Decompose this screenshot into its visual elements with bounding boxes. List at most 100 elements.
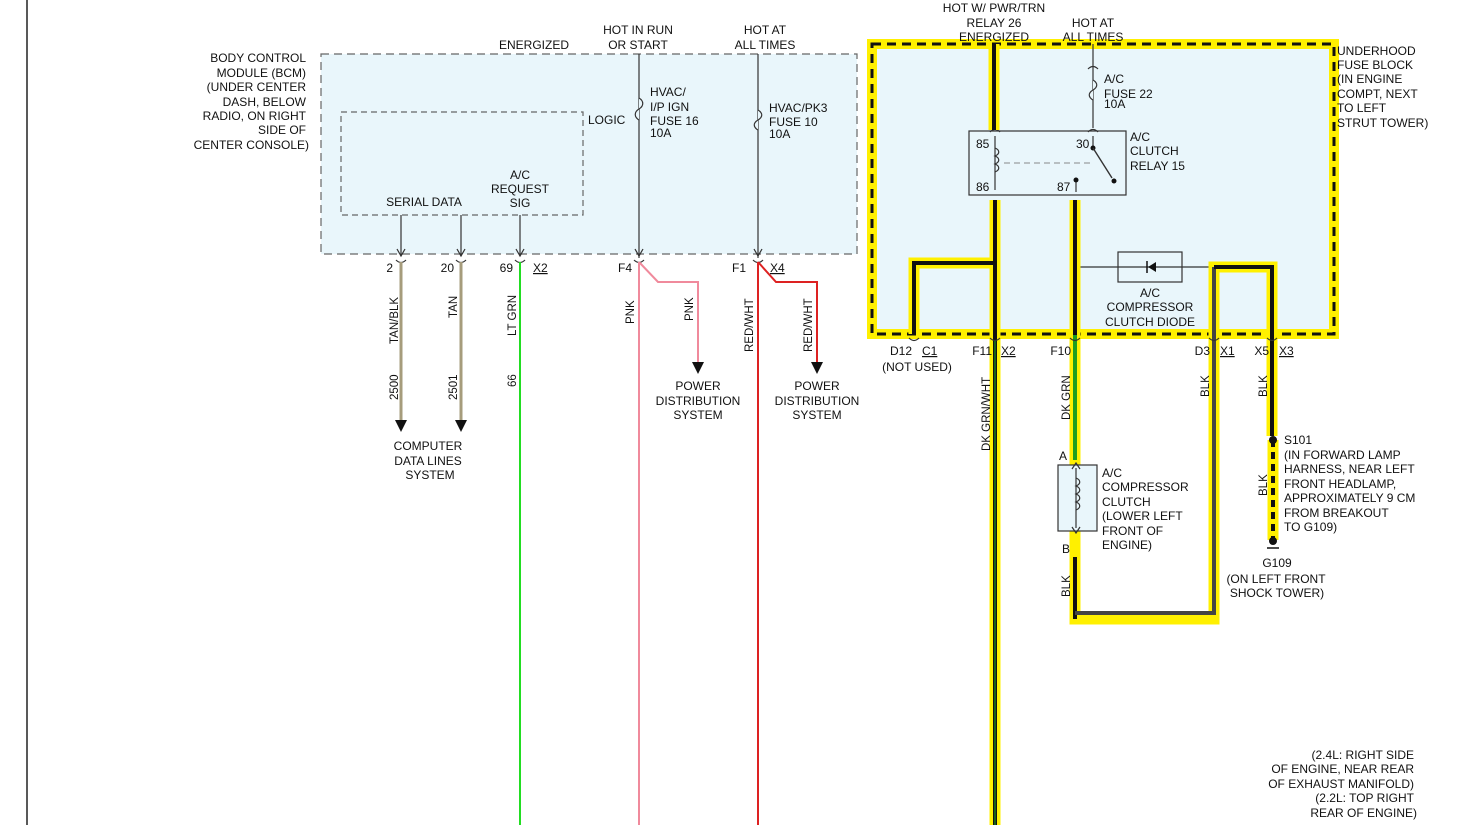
- clutch-label-line: CLUTCH: [1102, 495, 1151, 509]
- ufb-label-line: FUSE BLOCK: [1337, 58, 1413, 72]
- splice-dot: [1269, 436, 1277, 444]
- wire-color-label: LT GRN: [507, 295, 519, 336]
- pin-label: D12: [890, 344, 912, 358]
- fuse-label-line: FUSE 10: [769, 115, 818, 129]
- wire-color-label: DK GRN: [1061, 375, 1073, 420]
- ac-request-line: A/C: [510, 168, 530, 182]
- pin-label: 86: [976, 180, 990, 194]
- hot-label-line: ALL TIMES: [735, 38, 796, 52]
- splice-label-line: FROM BREAKOUT: [1284, 506, 1389, 520]
- pin-label: 30: [1076, 137, 1090, 151]
- wire-color-label: BLK: [1200, 375, 1212, 397]
- splice-label-line: HARNESS, NEAR LEFT: [1284, 462, 1415, 476]
- fuse22-icon: [1088, 79, 1098, 101]
- fuse10-icon: [753, 109, 763, 131]
- pin-label: B: [1062, 542, 1070, 556]
- ufb-label-line: COMPT, NEXT: [1337, 87, 1418, 101]
- destination-line: POWER: [794, 379, 840, 393]
- arrow-down-icon: [395, 420, 407, 432]
- wire-red-wht-branch: [757, 261, 818, 362]
- ground-label-line: G109: [1262, 556, 1292, 570]
- ground-icon: [1269, 537, 1277, 545]
- splice-label-line: FRONT HEADLAMP,: [1284, 477, 1396, 491]
- wire-color-label: RED/WHT: [744, 298, 756, 352]
- clutch-box: [1057, 464, 1098, 532]
- pin-label: F10: [1050, 344, 1071, 358]
- connector-label: X2: [1001, 344, 1016, 358]
- fuse-label-line: HVAC/PK3: [769, 101, 828, 115]
- wire-blk-x5: [1214, 265, 1274, 436]
- connector-label: X1: [1220, 344, 1235, 358]
- note-line: OF ENGINE, NEAR REAR: [1271, 762, 1414, 776]
- relay-label-line: CLUTCH: [1130, 144, 1179, 158]
- ac-request-label: A/C REQUEST SIG: [491, 168, 550, 210]
- splice-s101: S101 (IN FORWARD LAMP HARNESS, NEAR LEFT…: [1269, 433, 1415, 534]
- arrow-icon: [753, 248, 763, 258]
- destination-line: POWER: [675, 379, 721, 393]
- fuse-label-line: I/P IGN: [650, 100, 689, 114]
- destination-line: SYSTEM: [792, 408, 841, 422]
- note-line: (2.2L: TOP RIGHT: [1315, 791, 1414, 805]
- pin-label: 69: [500, 261, 514, 275]
- ufb-box: [870, 42, 1336, 336]
- ground-label-line: (ON LEFT FRONT: [1226, 572, 1326, 586]
- arrow-icon: [515, 248, 525, 258]
- wire-color-label: BLK: [1258, 375, 1270, 397]
- circuit-number-label: 66: [507, 374, 519, 387]
- relay-label-line: RELAY 15: [1130, 159, 1185, 173]
- hot-label-line: HOT W/ PWR/TRN: [943, 1, 1045, 15]
- destination-line: SYSTEM: [405, 468, 454, 482]
- fuse10-label: HVAC/PK3 FUSE 10 10A: [769, 101, 828, 141]
- ac-compressor-clutch: A B A/C COMPRESSOR CLUTCH (LOWER LEFT FR…: [1057, 449, 1189, 556]
- arrow-icon: [396, 248, 406, 258]
- diode-label-line: A/C: [1140, 286, 1160, 300]
- ac-request-line: SIG: [510, 196, 531, 210]
- wire-pnk-branch: [638, 261, 699, 362]
- connector-label: X4: [770, 261, 785, 275]
- ground-location-note: (2.4L: RIGHT SIDE OF ENGINE, NEAR REAR O…: [1268, 748, 1417, 820]
- ufb-wire-labels: DK GRN/WHT DK GRN BLK BLK BLK BLK: [981, 375, 1270, 597]
- diode-label-line: CLUTCH DIODE: [1105, 315, 1195, 329]
- destination-line: DATA LINES: [394, 454, 462, 468]
- hot-label-line: HOT IN RUN: [603, 23, 673, 37]
- note-line: REAR OF ENGINE): [1310, 806, 1417, 820]
- ground-label: G109 (ON LEFT FRONT SHOCK TOWER): [1226, 556, 1326, 600]
- ground-g109: G109 (ON LEFT FRONT SHOCK TOWER): [1226, 537, 1326, 600]
- clutch-label-line: A/C: [1102, 466, 1122, 480]
- bcm-label-line: SIDE OF: [258, 123, 306, 137]
- ufb-label: UNDERHOOD FUSE BLOCK (IN ENGINE COMPT, N…: [1337, 44, 1428, 130]
- pin-label: F4: [618, 261, 632, 275]
- pin-label: 20: [441, 261, 455, 275]
- arrow-down-icon: [811, 362, 823, 374]
- ac-clutch-relay-label: A/C CLUTCH RELAY 15: [1130, 130, 1185, 173]
- wire-color-label: PNK: [684, 297, 696, 321]
- clutch-label-line: (LOWER LEFT: [1102, 509, 1183, 523]
- note-line: OF EXHAUST MANIFOLD): [1268, 777, 1414, 791]
- destination-line: DISTRIBUTION: [775, 394, 860, 408]
- hot-pwr-relay-label: HOT W/ PWR/TRN RELAY 26 ENERGIZED: [943, 1, 1045, 44]
- splice-label-line: APPROXIMATELY 9 CM: [1284, 491, 1415, 505]
- highlighted-circuit-core: [912, 44, 1274, 825]
- relay-pin-labels: 85 86 30 87: [976, 137, 1090, 194]
- pin-label: F11: [972, 344, 992, 358]
- wire-color-label: TAN/BLK: [389, 297, 401, 344]
- bcm-label-line: CENTER CONSOLE): [194, 138, 309, 152]
- wire-blk-return: [1075, 267, 1216, 615]
- relay-coil-icon: [993, 147, 1000, 173]
- pin-label: D3: [1195, 344, 1211, 358]
- clutch-label-line: ENGINE): [1102, 538, 1152, 552]
- bcm-energized-label: ENERGIZED: [499, 38, 569, 52]
- bcm-label: BODY CONTROL MODULE (BCM) (UNDER CENTER …: [194, 51, 309, 152]
- computer-data-lines-label: COMPUTER DATA LINES SYSTEM: [394, 439, 463, 482]
- circuit-number-label: 2500: [389, 374, 401, 400]
- connector-label: C1: [922, 344, 938, 358]
- hot-run-start-label: HOT IN RUN OR START: [603, 23, 673, 52]
- wire-color-label: BLK: [1061, 575, 1073, 597]
- destination-line: COMPUTER: [394, 439, 463, 453]
- destination-line: SYSTEM: [673, 408, 722, 422]
- pin-label: F1: [732, 261, 746, 275]
- ufb-hot-all-times-label: HOT AT ALL TIMES: [1063, 16, 1124, 44]
- ufb-connector-pins: D12 C1 (NOT USED) F11 X2 F10 D3 X1 X5 X3: [882, 337, 1294, 374]
- connector-label: X3: [1279, 344, 1294, 358]
- pin-label: 87: [1057, 180, 1071, 194]
